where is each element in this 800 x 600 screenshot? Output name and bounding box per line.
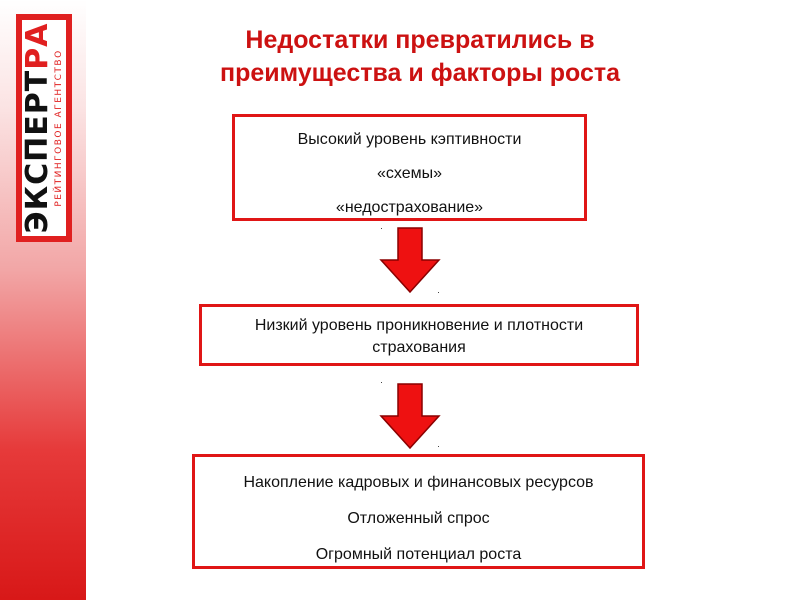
logo-brand-b: РА [20, 22, 55, 70]
box1-line-2: «схемы» [376, 165, 442, 182]
down-arrow-icon [379, 227, 441, 294]
decorative-dot [381, 228, 382, 229]
box-low-penetration: Низкий уровень проникновение и плотности… [199, 304, 639, 366]
box3-line-2: Отложенный спрос [347, 510, 490, 527]
box1-line-3: «недострахование» [335, 199, 484, 216]
box-weaknesses: Высокий уровень кэптивности «схемы» «нед… [232, 114, 587, 221]
expert-ra-logo: ЭКСПЕРТРА РЕЙТИНГОВОЕ АГЕНТСТВО [16, 14, 72, 242]
logo-subtitle: РЕЙТИНГОВОЕ АГЕНТСТВО [54, 49, 64, 207]
sidebar-gradient: ЭКСПЕРТРА РЕЙТИНГОВОЕ АГЕНТСТВО [0, 0, 86, 600]
box3-line-1: Накопление кадровых и финансовых ресурсо… [243, 474, 594, 491]
title-line-1: Недостатки превратились в [245, 26, 595, 54]
box2-line-2: страхования [372, 339, 466, 356]
title-line-2: преимущества и факторы роста [219, 59, 621, 87]
decorative-dot [438, 446, 439, 447]
box-growth-factors: Накопление кадровых и финансовых ресурсо… [192, 454, 645, 569]
down-arrow-icon [379, 383, 441, 450]
box2-line-1: Низкий уровень проникновение и плотности [254, 317, 584, 334]
slide-title: Недостатки превратились в преимущества и… [160, 24, 680, 90]
logo-brand-a: ЭКСПЕРТ [20, 69, 55, 234]
decorative-dot [381, 382, 382, 383]
box3-line-3: Огромный потенциал роста [315, 546, 522, 563]
box1-line-1: Высокий уровень кэптивности [297, 131, 522, 148]
decorative-dot [438, 292, 439, 293]
